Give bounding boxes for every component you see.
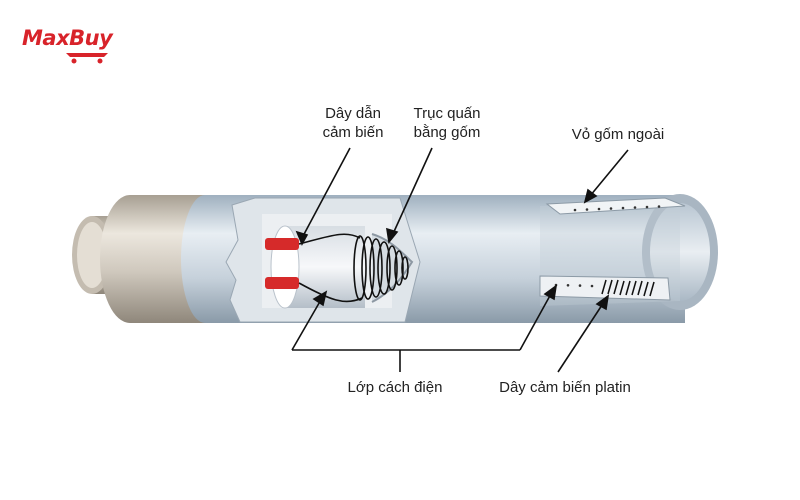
logo-text: MaxBuy [22, 26, 113, 50]
label-outer-shell: Vỏ gốm ngoài [571, 126, 665, 143]
platinum-coil [601, 279, 655, 297]
lead-wires [265, 233, 363, 303]
ceramic-coil [353, 233, 414, 303]
label-lead-wires-line2: cảm biến [322, 124, 384, 141]
leader-lines [291, 147, 629, 373]
open-end [539, 194, 718, 310]
outer-shell-dots [573, 205, 661, 212]
label-insulation: Lớp cách điện [347, 379, 443, 396]
cart-icon [66, 53, 108, 64]
label-ceramic-core-line1: Trục quấn [413, 105, 481, 122]
label-platinum-wire: Dây cảm biến platin [499, 379, 631, 396]
label-ceramic-core: Trục quấn bằng gốm [405, 104, 489, 142]
label-ceramic-core-line2: bằng gốm [413, 124, 481, 141]
label-lead-wires: Dây dẫn cảm biến [318, 104, 388, 142]
maxbuy-logo: MaxBuy [22, 26, 122, 66]
label-lead-wires-line1: Dây dẫn [325, 105, 381, 122]
